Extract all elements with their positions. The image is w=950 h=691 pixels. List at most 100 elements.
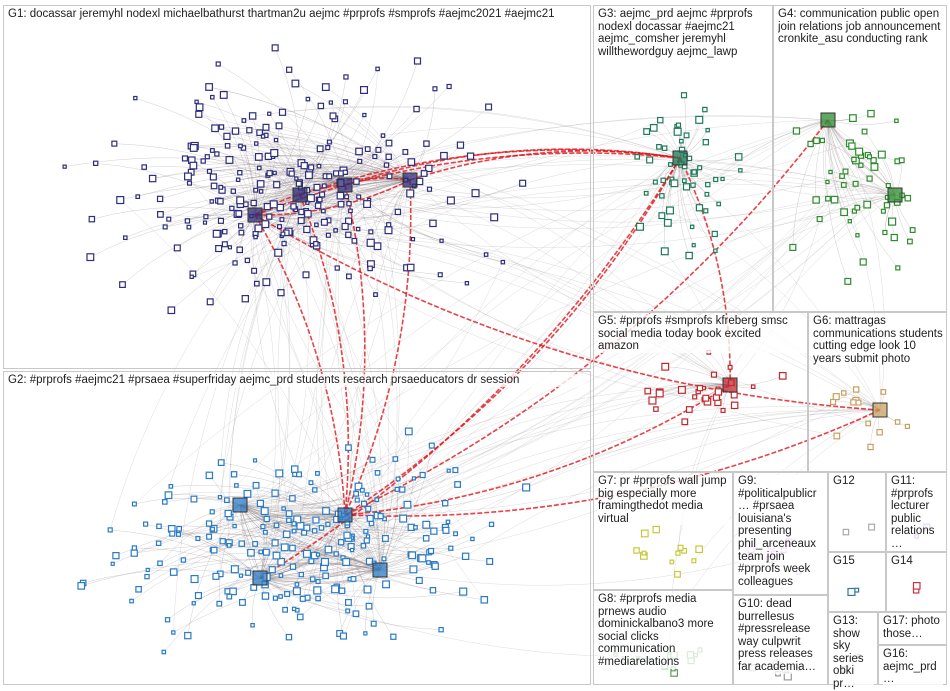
edge bbox=[187, 176, 346, 516]
edge bbox=[204, 116, 829, 223]
group-3-box: G3: aejmc_prd aejmc #prprofs nodexl doca… bbox=[593, 5, 773, 312]
edge bbox=[344, 143, 850, 199]
node-462 bbox=[409, 565, 418, 574]
node-347 bbox=[210, 526, 215, 532]
node-406 bbox=[415, 576, 423, 584]
node-474 bbox=[230, 471, 238, 478]
node-490 bbox=[452, 467, 459, 474]
node-48 bbox=[241, 295, 249, 303]
node-322 bbox=[247, 548, 255, 557]
node-3 bbox=[344, 194, 350, 200]
node-279 bbox=[190, 574, 199, 584]
node-434 bbox=[284, 590, 291, 597]
node-225 bbox=[380, 133, 386, 138]
node-701 bbox=[912, 581, 921, 590]
group-5-label: G5: #prprofs #smprofs kfreberg smsc soci… bbox=[598, 315, 804, 353]
node-420 bbox=[315, 552, 321, 557]
node-244 bbox=[386, 222, 392, 228]
edge bbox=[234, 474, 346, 516]
node-377 bbox=[224, 497, 230, 503]
node-62 bbox=[279, 217, 285, 222]
node-60 bbox=[342, 99, 349, 105]
node-585 bbox=[909, 227, 916, 233]
node-201 bbox=[363, 200, 372, 208]
node-263 bbox=[191, 601, 196, 606]
node-657 bbox=[640, 529, 649, 538]
node-283 bbox=[293, 515, 302, 524]
node-38 bbox=[351, 237, 358, 244]
hub-node-9 bbox=[820, 112, 836, 128]
node-565 bbox=[867, 109, 875, 118]
edge bbox=[299, 194, 485, 600]
node-653 bbox=[867, 443, 874, 451]
node-82 bbox=[272, 170, 277, 176]
node-9 bbox=[235, 177, 241, 183]
node-274 bbox=[422, 520, 431, 529]
node-453 bbox=[250, 622, 255, 628]
node-639 bbox=[696, 385, 704, 392]
edge bbox=[284, 178, 896, 244]
node-44 bbox=[211, 124, 219, 133]
node-212 bbox=[189, 144, 198, 152]
node-531 bbox=[649, 123, 658, 132]
node-333 bbox=[252, 458, 258, 463]
edge bbox=[274, 47, 302, 196]
node-590 bbox=[870, 163, 879, 171]
node-583 bbox=[792, 127, 801, 135]
node-576 bbox=[895, 265, 901, 271]
node-289 bbox=[271, 489, 279, 497]
node-198 bbox=[329, 112, 337, 120]
node-440 bbox=[289, 544, 296, 552]
node-607 bbox=[840, 208, 848, 217]
node-556 bbox=[839, 173, 845, 179]
edge bbox=[112, 514, 346, 565]
node-548 bbox=[691, 243, 696, 248]
node-448 bbox=[262, 548, 270, 556]
node-564 bbox=[890, 233, 898, 242]
node-306 bbox=[261, 592, 270, 600]
node-600 bbox=[880, 208, 886, 214]
node-159 bbox=[341, 222, 349, 231]
node-502 bbox=[697, 165, 703, 171]
node-662 bbox=[677, 544, 684, 551]
node-29 bbox=[297, 217, 305, 225]
node-388 bbox=[281, 506, 286, 511]
edge bbox=[160, 193, 301, 215]
hub-node-6 bbox=[372, 562, 388, 578]
node-588 bbox=[877, 150, 886, 159]
edge bbox=[239, 504, 375, 564]
node-271 bbox=[454, 481, 461, 488]
edge bbox=[220, 194, 301, 463]
node-350 bbox=[282, 606, 288, 613]
node-27 bbox=[203, 214, 209, 220]
node-146 bbox=[209, 173, 217, 181]
node-443 bbox=[286, 517, 292, 523]
edge bbox=[344, 184, 495, 218]
node-264 bbox=[315, 595, 321, 602]
node-288 bbox=[272, 595, 278, 601]
node-530 bbox=[646, 156, 654, 164]
node-442 bbox=[488, 521, 495, 527]
edge bbox=[254, 214, 336, 231]
node-356 bbox=[428, 442, 435, 449]
node-233 bbox=[429, 219, 437, 228]
node-435 bbox=[289, 495, 296, 502]
node-253 bbox=[291, 79, 300, 88]
node-444 bbox=[232, 523, 237, 529]
node-135 bbox=[407, 158, 416, 166]
node-456 bbox=[322, 572, 329, 580]
node-55 bbox=[385, 153, 392, 160]
node-516 bbox=[716, 201, 722, 207]
node-525 bbox=[665, 206, 674, 215]
node-426 bbox=[342, 557, 351, 566]
node-471 bbox=[308, 480, 314, 486]
edge bbox=[239, 504, 347, 563]
group-17-label: G17: photo those… bbox=[883, 615, 943, 641]
edge bbox=[159, 504, 241, 564]
edge bbox=[348, 179, 411, 277]
node-485 bbox=[338, 539, 345, 546]
group-9-label: G9: #politicalpublicr… #prsaea louisiana… bbox=[738, 475, 824, 589]
node-0 bbox=[302, 271, 310, 279]
node-268 bbox=[212, 572, 220, 580]
group-4-box: G4: communication public open join relat… bbox=[773, 5, 947, 312]
